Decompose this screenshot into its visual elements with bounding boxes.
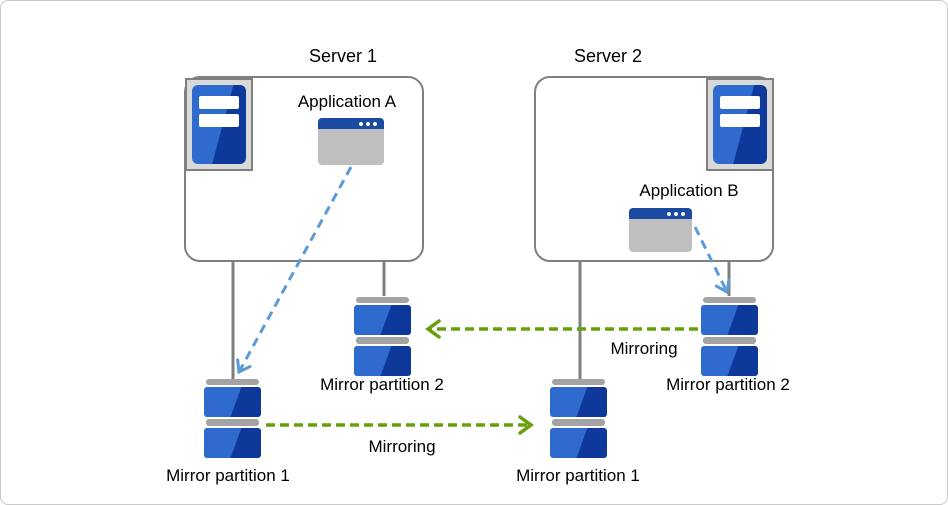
mirroring-bottom-label: Mirroring xyxy=(368,437,436,456)
server1-title: Server 1 xyxy=(308,46,378,66)
disk-separator xyxy=(356,337,409,344)
app-window-icon xyxy=(629,208,692,252)
titlebar-dot xyxy=(373,121,377,126)
disk-segment xyxy=(701,305,758,335)
server2-title: Server 2 xyxy=(573,46,643,66)
disk-segment xyxy=(204,387,261,417)
disk-segment xyxy=(354,346,411,376)
mirror-partition1-right-label: Mirror partition 1 xyxy=(516,466,640,485)
disk-separator xyxy=(552,419,605,426)
server-drive-slot xyxy=(199,114,239,127)
server-icon-body xyxy=(713,85,767,164)
app-window-body xyxy=(318,129,384,165)
server-icon xyxy=(706,78,774,171)
disk-separator xyxy=(703,337,756,344)
disk-segment xyxy=(701,346,758,376)
disk-separator xyxy=(206,419,259,426)
disk-segment xyxy=(550,428,607,458)
mirroring-top-label: Mirroring xyxy=(610,339,678,358)
server-drive-slot xyxy=(199,96,239,109)
disk-stack-icon xyxy=(204,379,261,460)
disk-segment xyxy=(204,428,261,458)
disk-segment xyxy=(354,305,411,335)
disk-cap xyxy=(356,297,409,303)
mirror-partition2-left-label: Mirror partition 2 xyxy=(320,375,444,394)
disk-stack-icon xyxy=(550,379,607,460)
app-window-icon xyxy=(318,118,384,165)
app-b-label: Application B xyxy=(639,181,739,200)
mirror-partition1-left-label: Mirror partition 1 xyxy=(166,466,290,485)
app-window-body xyxy=(629,219,692,252)
mirror-partition2-right-label: Mirror partition 2 xyxy=(666,375,790,394)
titlebar-dot xyxy=(667,211,671,216)
server-drive-slot xyxy=(720,114,760,127)
disk-cap xyxy=(703,297,756,303)
app-a-label: Application A xyxy=(297,92,397,111)
disk-segment xyxy=(550,387,607,417)
disk-cap xyxy=(552,379,605,385)
titlebar-dot xyxy=(366,121,370,126)
disk-cap xyxy=(206,379,259,385)
server-drive-slot xyxy=(720,96,760,109)
titlebar-dot xyxy=(674,211,678,216)
titlebar-dot xyxy=(359,121,363,126)
app-window-titlebar xyxy=(318,118,384,129)
disk-stack-icon xyxy=(354,297,411,378)
server-icon xyxy=(185,78,253,171)
server-icon-body xyxy=(192,85,246,164)
titlebar-dot xyxy=(681,211,685,216)
disk-stack-icon xyxy=(701,297,758,378)
app-window-titlebar xyxy=(629,208,692,219)
